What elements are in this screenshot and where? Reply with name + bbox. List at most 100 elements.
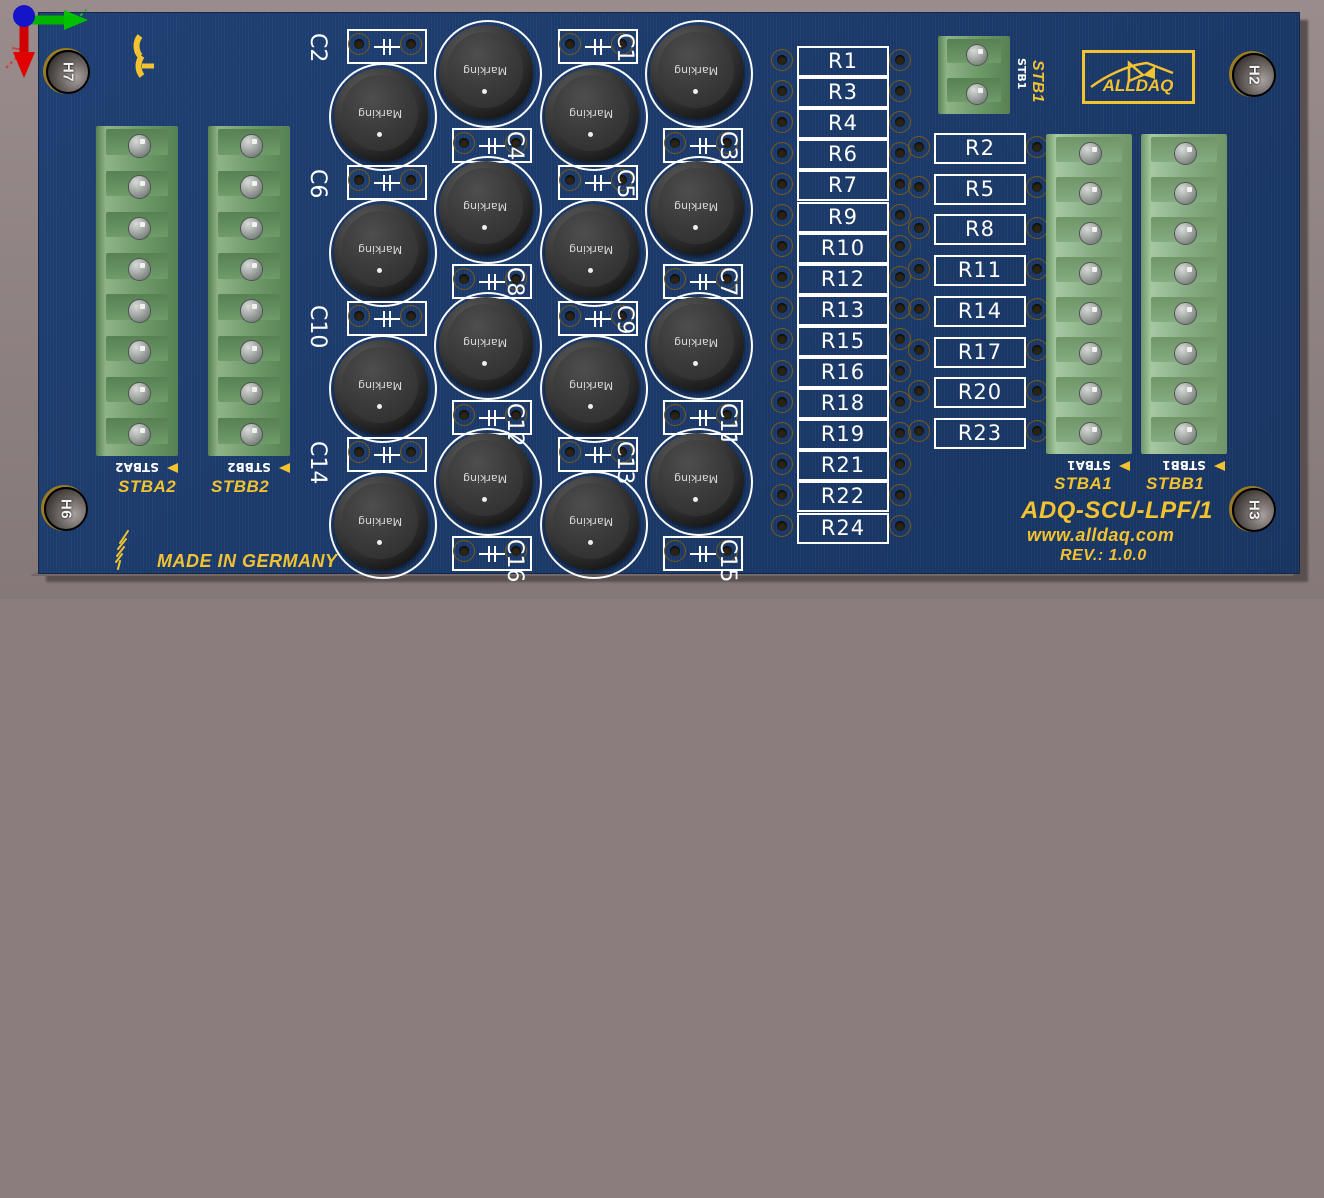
- resistor-r10[interactable]: R10: [797, 232, 889, 264]
- pad-c8-a[interactable]: [454, 269, 474, 289]
- pad-r8-left[interactable]: [909, 218, 929, 238]
- terminal-screw[interactable]: [1080, 182, 1102, 204]
- terminal-screw[interactable]: [1175, 342, 1197, 364]
- terminal-block-stba1[interactable]: [1046, 134, 1132, 454]
- resistor-r18[interactable]: R18: [797, 388, 889, 420]
- terminal-screw[interactable]: [1175, 262, 1197, 284]
- pad-c11-a[interactable]: [665, 405, 685, 425]
- resistor-r16[interactable]: R16: [797, 357, 889, 388]
- terminal-screw[interactable]: [240, 176, 263, 198]
- pad-c7-a[interactable]: [665, 269, 685, 289]
- pad-r10-left[interactable]: [772, 236, 792, 256]
- terminal-screw[interactable]: [1080, 342, 1102, 364]
- resistor-r11[interactable]: R11: [934, 255, 1026, 287]
- resistor-r6[interactable]: R6: [797, 139, 889, 171]
- mounting-hole-h7[interactable]: H7: [46, 50, 90, 94]
- terminal-screw[interactable]: [966, 44, 988, 65]
- resistor-r9[interactable]: R9: [797, 201, 889, 233]
- pad-c4-a[interactable]: [454, 133, 474, 153]
- pad-r24-right[interactable]: [890, 516, 910, 536]
- terminal-screw[interactable]: [128, 382, 151, 404]
- pad-c16-a[interactable]: [454, 541, 474, 561]
- resistor-r5[interactable]: R5: [934, 173, 1026, 205]
- mounting-hole-h3[interactable]: H3: [1232, 488, 1276, 532]
- resistor-r15[interactable]: R15: [797, 325, 889, 357]
- terminal-screw[interactable]: [240, 300, 263, 322]
- pad-r12-left[interactable]: [772, 267, 792, 287]
- terminal-screw[interactable]: [240, 135, 263, 157]
- terminal-screw[interactable]: [240, 382, 263, 404]
- pad-r1-right[interactable]: [890, 50, 910, 70]
- pad-c4-b[interactable]: [506, 133, 526, 153]
- pad-r14-left[interactable]: [909, 299, 929, 319]
- terminal-screw[interactable]: [128, 341, 151, 363]
- terminal-screw[interactable]: [1080, 382, 1102, 404]
- terminal-screw[interactable]: [240, 258, 263, 281]
- orientation-axes-gizmo[interactable]: [2, 2, 98, 86]
- resistor-r17[interactable]: R17: [934, 336, 1026, 368]
- resistor-r22[interactable]: R22: [797, 481, 889, 513]
- pad-r6-left[interactable]: [772, 143, 792, 163]
- pad-c3-a[interactable]: [665, 133, 685, 153]
- pad-c7-b[interactable]: [717, 269, 737, 289]
- resistor-r8[interactable]: R8: [934, 214, 1026, 246]
- pad-r5-left[interactable]: [909, 177, 929, 197]
- terminal-screw[interactable]: [240, 423, 263, 446]
- terminal-screw[interactable]: [128, 258, 151, 281]
- pad-c6-a[interactable]: [349, 170, 369, 190]
- pad-r9-right[interactable]: [890, 205, 910, 225]
- pad-r18-right[interactable]: [890, 392, 910, 412]
- pad-r23-left[interactable]: [909, 421, 929, 441]
- pad-r2-right[interactable]: [1027, 137, 1047, 157]
- pad-r18-left[interactable]: [772, 392, 792, 412]
- pad-r21-right[interactable]: [890, 454, 910, 474]
- pad-c11-b[interactable]: [717, 405, 737, 425]
- pad-c10-a[interactable]: [349, 306, 369, 326]
- pad-r20-right[interactable]: [1027, 381, 1047, 401]
- pad-c1-b[interactable]: [612, 34, 632, 54]
- pad-c13-b[interactable]: [612, 442, 632, 462]
- pad-r24-left[interactable]: [772, 516, 792, 536]
- pad-r3-right[interactable]: [890, 81, 910, 101]
- terminal-screw[interactable]: [1175, 302, 1197, 324]
- pad-c9-b[interactable]: [612, 306, 632, 326]
- pad-c3-b[interactable]: [717, 133, 737, 153]
- pad-r13-left[interactable]: [772, 298, 792, 318]
- terminal-screw[interactable]: [1175, 222, 1197, 244]
- pad-c1-a[interactable]: [560, 34, 580, 54]
- pad-r22-left[interactable]: [772, 485, 792, 505]
- pad-r2-left[interactable]: [909, 137, 929, 157]
- pad-c2-a[interactable]: [349, 34, 369, 54]
- resistor-r20[interactable]: R20: [934, 377, 1026, 409]
- terminal-screw[interactable]: [966, 83, 988, 104]
- pad-c12-a[interactable]: [454, 405, 474, 425]
- pad-c5-a[interactable]: [560, 170, 580, 190]
- terminal-screw[interactable]: [1080, 222, 1102, 244]
- resistor-r19[interactable]: R19: [797, 419, 889, 451]
- pad-c6-b[interactable]: [401, 170, 421, 190]
- resistor-r14[interactable]: R14: [934, 295, 1026, 327]
- resistor-r12[interactable]: R12: [797, 263, 889, 295]
- resistor-r7[interactable]: R7: [797, 170, 889, 202]
- pad-c8-b[interactable]: [506, 269, 526, 289]
- terminal-screw[interactable]: [128, 176, 151, 198]
- terminal-screw[interactable]: [1080, 302, 1102, 324]
- pad-r15-left[interactable]: [772, 329, 792, 349]
- pad-c15-a[interactable]: [665, 541, 685, 561]
- pad-r19-left[interactable]: [772, 423, 792, 443]
- terminal-screw[interactable]: [128, 300, 151, 322]
- pad-r17-right[interactable]: [1027, 340, 1047, 360]
- pad-r16-left[interactable]: [772, 361, 792, 381]
- resistor-r2[interactable]: R2: [934, 133, 1026, 164]
- mounting-hole-h6[interactable]: H6: [44, 487, 88, 531]
- resistor-r4[interactable]: R4: [797, 108, 889, 140]
- pad-r16-right[interactable]: [890, 361, 910, 381]
- resistor-r24[interactable]: R24: [797, 512, 889, 544]
- terminal-screw[interactable]: [240, 217, 263, 239]
- pad-c14-b[interactable]: [401, 442, 421, 462]
- resistor-r21[interactable]: R21: [797, 450, 889, 482]
- mounting-hole-h2[interactable]: H2: [1232, 53, 1276, 97]
- pad-r21-left[interactable]: [772, 454, 792, 474]
- resistor-r13[interactable]: R13: [797, 294, 889, 326]
- pad-r1-left[interactable]: [772, 50, 792, 70]
